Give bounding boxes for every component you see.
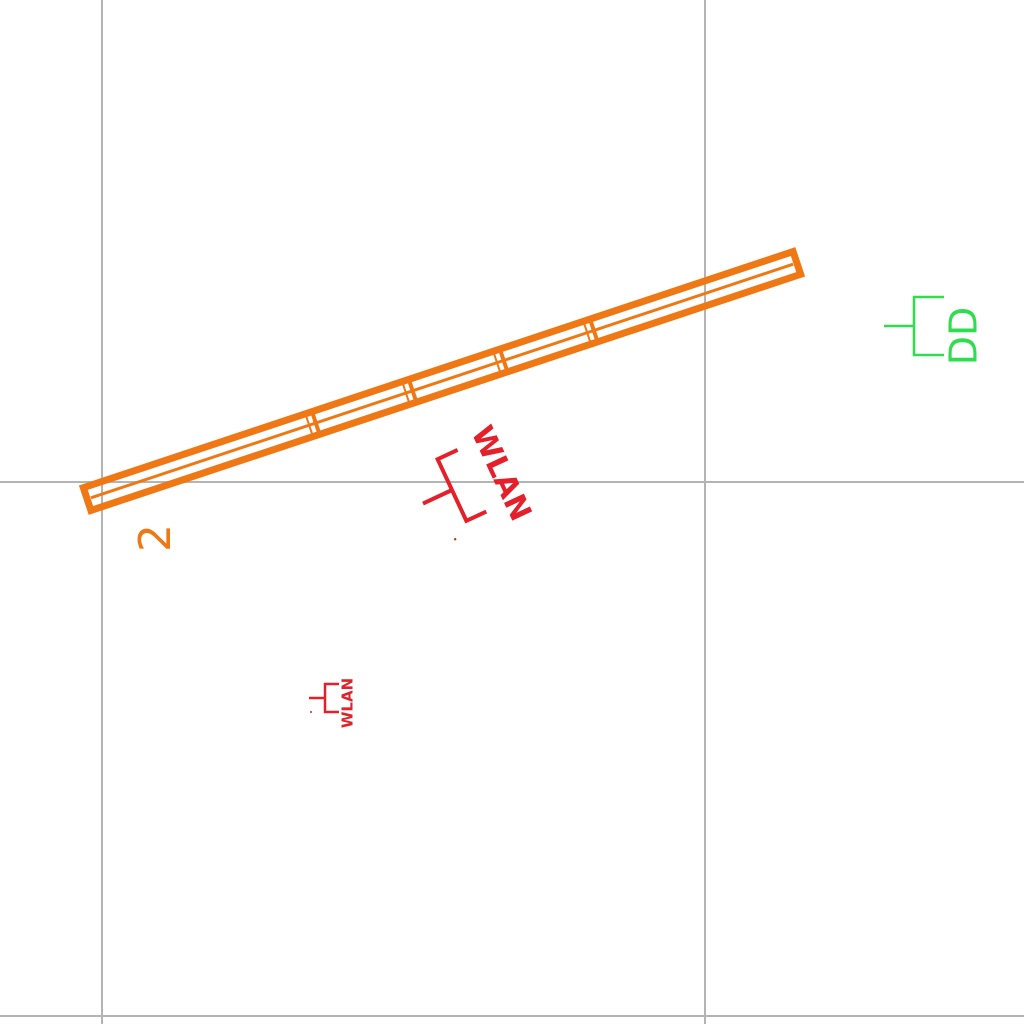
- wlan-symbol-bracket: [434, 448, 488, 524]
- wlan-access-point[interactable]: [409, 448, 492, 546]
- cable-tray-divider: [497, 348, 510, 373]
- cable-tray-divider: [582, 321, 592, 345]
- wlan-access-point-label: WLAN: [464, 421, 538, 527]
- wlan-symbol-dot: [310, 711, 312, 713]
- cable-tray-divider: [588, 318, 600, 343]
- data-outlet-label: DD: [942, 307, 986, 366]
- wlan-access-point-label: WLAN: [339, 678, 357, 728]
- outlet-symbol-bracket: [912, 295, 944, 357]
- wlan-symbol-dot: [453, 538, 457, 541]
- cable-tray-divider: [304, 413, 314, 437]
- cable-tray-label: 2: [130, 524, 181, 552]
- data-outlet[interactable]: [884, 295, 944, 357]
- wlan-symbol-bracket: [323, 682, 339, 714]
- cable-tray-divider: [406, 378, 419, 403]
- cable-tray[interactable]: [78, 247, 806, 515]
- cable-tray-inner-line: [90, 262, 794, 500]
- cable-tray-outline: [78, 247, 806, 515]
- wlan-symbol-stem: [422, 488, 453, 506]
- cable-tray-divider: [492, 350, 502, 375]
- wlan-access-point[interactable]: [309, 682, 339, 714]
- cable-tray-divider: [310, 410, 322, 435]
- cable-tray-divider: [401, 381, 411, 405]
